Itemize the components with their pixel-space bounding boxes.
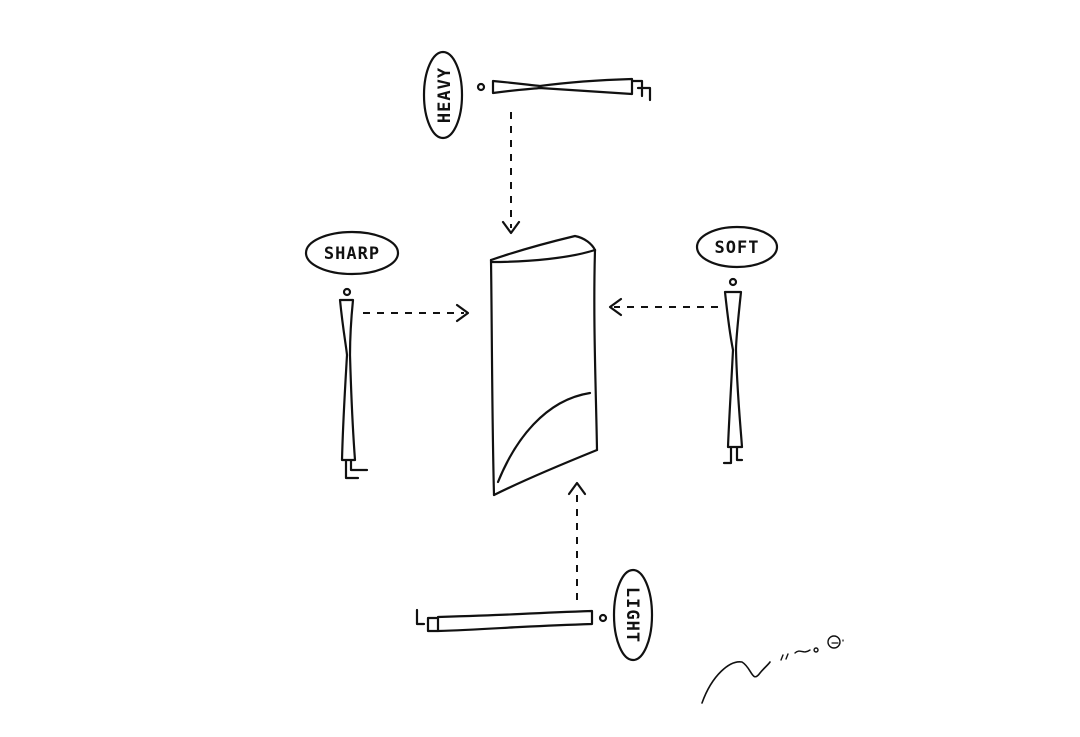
light-label: LIGHT [622, 587, 642, 643]
lying-figure-light [415, 608, 594, 633]
sharp-thought-bubble [304, 230, 400, 276]
soft-thought-bubble [695, 225, 779, 269]
standing-figure-sharp [338, 298, 369, 480]
thought-dot [728, 277, 738, 287]
central-object [489, 234, 599, 497]
artist-signature [701, 635, 844, 704]
soft-group: SOFT [608, 225, 779, 465]
light-group: LIGHT [415, 481, 654, 662]
heavy-thought-bubble [422, 50, 464, 140]
sharp-group: SHARP [304, 230, 470, 480]
standing-figure-soft [722, 290, 744, 465]
sharp-label: SHARP [324, 244, 380, 264]
soft-label: SOFT [715, 238, 760, 258]
thought-dot [598, 613, 608, 623]
thought-dot [342, 287, 352, 297]
light-thought-bubble [612, 568, 654, 662]
heavy-group: HEAVY [422, 50, 652, 235]
heavy-label: HEAVY [435, 67, 455, 123]
lying-figure-heavy [491, 77, 652, 102]
thought-dot [476, 82, 486, 92]
